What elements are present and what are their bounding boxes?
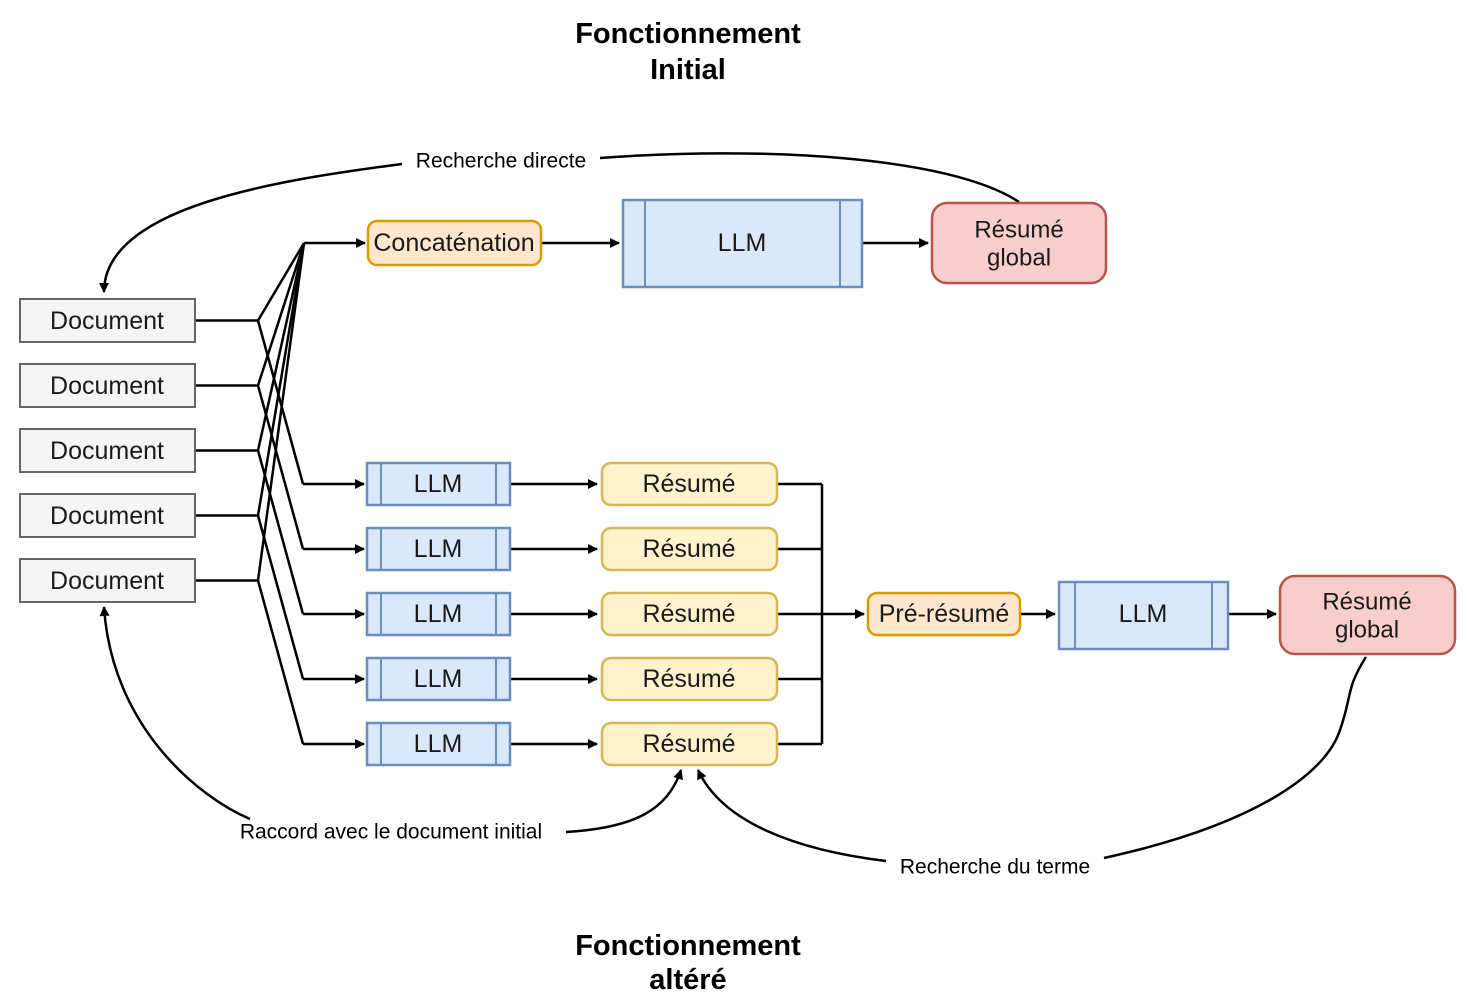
resume-global-top-line2: global — [987, 245, 1051, 272]
llm-bottom-label: LLM — [1119, 600, 1168, 628]
llm-row-box-5 — [365, 721, 512, 767]
title-bottom-line2: altéré — [649, 964, 726, 994]
document-box-5 — [19, 558, 196, 603]
pre-resume-label: Pré-résumé — [879, 600, 1010, 628]
connector-doc5-to-apex — [256, 242, 306, 581]
curve-recherche-terme-left — [696, 769, 887, 863]
document-box-2 — [19, 363, 196, 408]
resume-global-top-box — [930, 201, 1108, 285]
resume-global-bottom-line1: Résumé — [1322, 589, 1411, 616]
connector-doc5-to-llm5 — [256, 580, 305, 745]
resume-row-box-2 — [600, 526, 779, 572]
annotation-labels: Recherche directe Raccord avec le docume… — [240, 150, 1090, 879]
connector-doc2-to-llm2 — [256, 385, 305, 550]
curve-recherche-directe-left — [99, 162, 403, 293]
connector-doc4-to-apex — [256, 242, 306, 516]
connector-doc1-to-llm1 — [256, 320, 305, 485]
connector-doc2-to-apex — [256, 242, 306, 386]
resume-global-top-line1: Résumé — [974, 217, 1063, 244]
document-label-4: Document — [50, 502, 164, 530]
llm-row-label-3: LLM — [414, 600, 463, 628]
llm-bottom-box — [1057, 580, 1230, 651]
llm-top-box — [621, 198, 864, 289]
connector-doc4-to-llm4 — [256, 515, 305, 680]
llm-row-label-5: LLM — [414, 730, 463, 758]
llm-row-label-1: LLM — [414, 470, 463, 498]
document-box-4 — [19, 493, 196, 538]
connectors — [99, 152, 1368, 863]
title-top-line2: Initial — [650, 54, 726, 86]
title-bottom-line1: Fonctionnement — [575, 930, 801, 962]
document-label-2: Document — [50, 372, 164, 400]
curve-recherche-terme-right — [1103, 656, 1368, 860]
llm-rows: LLM LLM LLM LLM LLM — [365, 461, 512, 767]
document-box-3 — [19, 428, 196, 473]
resume-row-label-5: Résumé — [642, 730, 735, 758]
document-label-3: Document — [50, 437, 164, 465]
document-box-1 — [19, 298, 196, 343]
resume-row-box-4 — [600, 656, 779, 702]
recherche-terme-label: Recherche du terme — [900, 856, 1090, 879]
resume-row-box-5 — [600, 721, 779, 767]
llm-row-box-2 — [365, 526, 512, 572]
titles: Fonctionnement Initial Fonctionnement al… — [575, 18, 801, 994]
document-label-1: Document — [50, 307, 164, 335]
resume-global-bottom-line2: global — [1335, 617, 1399, 644]
resume-global-bottom-box — [1278, 574, 1457, 656]
pre-resume-box — [866, 591, 1022, 637]
connector-doc3-to-llm3 — [256, 450, 305, 615]
title-top-line1: Fonctionnement — [575, 18, 801, 50]
concatenation-label: Concaténation — [373, 229, 534, 257]
llm-row-box-1 — [365, 461, 512, 507]
resume-row-label-1: Résumé — [642, 470, 735, 498]
recherche-directe-label: Recherche directe — [416, 150, 586, 173]
concatenation-box — [366, 219, 543, 267]
curve-raccord-right — [565, 769, 683, 834]
llm-row-box-3 — [365, 591, 512, 637]
resume-rows: Résumé Résumé Résumé Résumé Résumé — [600, 461, 779, 767]
llm-row-label-2: LLM — [414, 535, 463, 563]
initial-flow: Concaténation LLM Résumé global — [366, 198, 1108, 289]
connector-doc1-to-apex — [256, 242, 306, 322]
llm-row-box-4 — [365, 656, 512, 702]
llm-row-label-4: LLM — [414, 665, 463, 693]
resume-row-label-2: Résumé — [642, 535, 735, 563]
document-stack: Document Document Document Document Docu… — [19, 298, 196, 603]
curve-recherche-directe-right — [599, 152, 1020, 204]
resume-row-box-3 — [600, 591, 779, 637]
resume-row-label-4: Résumé — [642, 665, 735, 693]
altered-flow: LLM LLM LLM LLM LLM Résumé Résumé — [365, 461, 1457, 767]
llm-top-label: LLM — [718, 229, 767, 257]
resume-row-label-3: Résumé — [642, 600, 735, 628]
resume-row-box-1 — [600, 461, 779, 507]
curve-raccord-left — [99, 606, 251, 821]
raccord-label: Raccord avec le document initial — [240, 821, 542, 844]
document-label-5: Document — [50, 567, 164, 595]
